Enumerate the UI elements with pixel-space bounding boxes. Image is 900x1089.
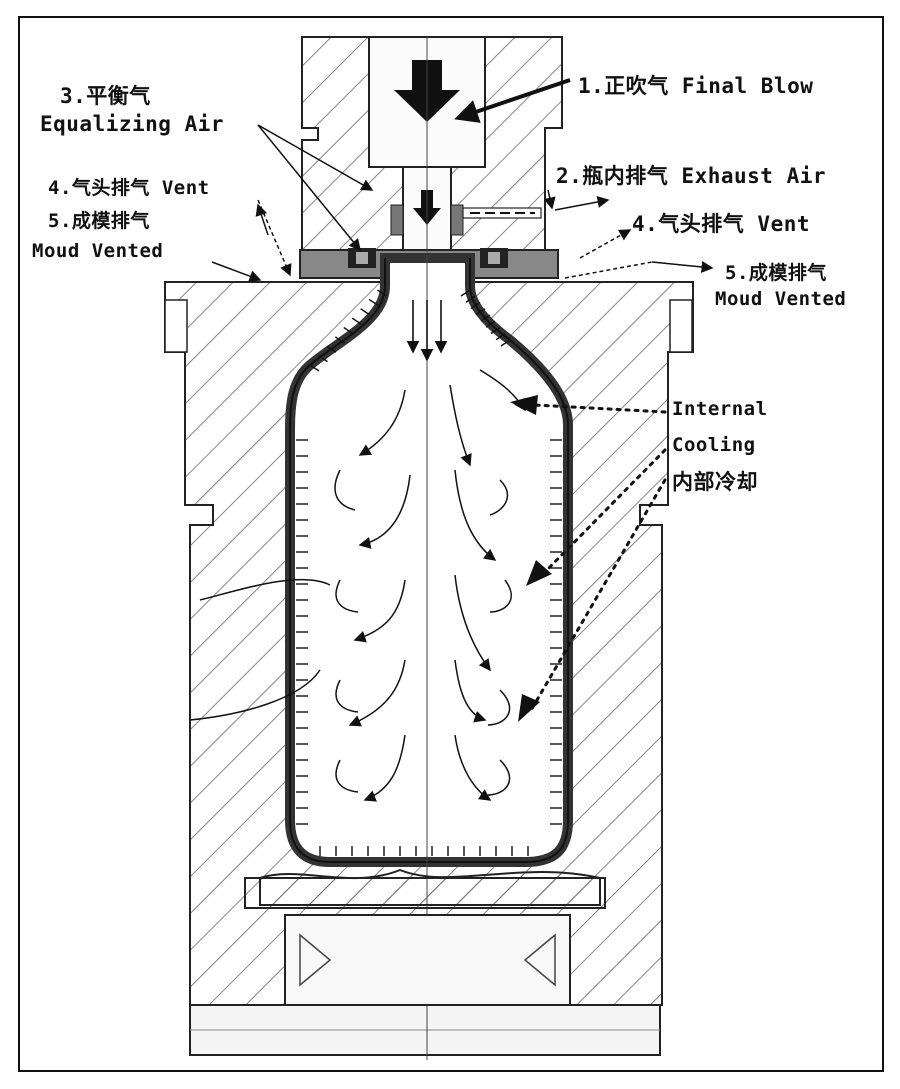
internal-cooling-leaders — [528, 403, 667, 714]
cooling-tick — [343, 326, 354, 335]
label-final-blow: 1.正吹气 Final Blow — [578, 74, 814, 98]
cooling-tick — [490, 326, 501, 335]
cooling-tick — [351, 317, 362, 325]
internal-airflow-swirls — [334, 369, 526, 802]
label-mould-vented-left-cn: 5.成模排气 — [48, 210, 150, 232]
label-internal-cooling-cn: 内部冷却 — [672, 470, 758, 494]
cooling-tick — [326, 345, 337, 353]
label-internal: Internal — [672, 398, 768, 420]
label-vent-left: 4.气头排气 Vent — [48, 177, 210, 199]
cooling-tick — [360, 308, 371, 316]
cooling-tick — [480, 314, 491, 322]
internal-cooling-arrowheads — [510, 395, 552, 722]
cooling-tick — [318, 355, 328, 363]
cooling-tick — [485, 320, 496, 328]
cooling-tick — [470, 301, 481, 310]
cooling-tick — [500, 339, 511, 347]
cooling-tick — [377, 289, 387, 297]
label-mould-vented-right-cn: 5.成模排气 — [725, 262, 827, 284]
cooling-tick — [368, 298, 379, 306]
label-cooling: Cooling — [672, 434, 756, 456]
cooling-tick — [465, 295, 476, 303]
label-mould-vented-right-en: Moud Vented — [715, 288, 847, 310]
label-equalizing-cn: 3.平衡气 — [60, 84, 151, 108]
cooling-tick — [495, 333, 506, 341]
cooling-tick — [475, 308, 486, 316]
right-notch — [669, 299, 693, 353]
label-exhaust-air: 2.瓶内排气 Exhaust Air — [556, 164, 827, 188]
cooling-tick — [309, 364, 320, 372]
bottom-plug — [284, 914, 571, 1006]
label-equalizing-en: Equalizing Air — [40, 112, 225, 136]
label-mould-vented-left-en: Moud Vented — [32, 240, 164, 262]
diagram-frame — [18, 16, 884, 1072]
left-notch — [164, 299, 188, 353]
label-vent-right: 4.气头排气 Vent — [632, 212, 811, 236]
cooling-tick-marks — [296, 289, 562, 856]
cooling-tick — [334, 336, 345, 344]
neck-airflow-arrows — [406, 300, 448, 362]
cooling-tick — [460, 289, 471, 297]
label-leaders — [211, 78, 714, 282]
